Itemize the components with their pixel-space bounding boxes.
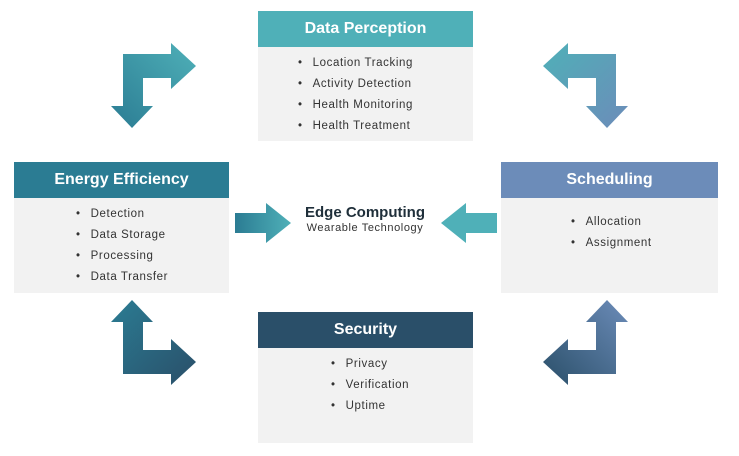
list-item: Privacy [331, 354, 473, 375]
center-label: Edge Computing Wearable Technology [285, 204, 445, 234]
list-item: Verification [331, 375, 473, 396]
center-subtitle: Wearable Technology [306, 222, 424, 234]
list-item: Allocation [571, 212, 718, 233]
list-item: Health Monitoring [298, 95, 473, 116]
security-box: Security Privacy Verification Uptime [258, 312, 473, 443]
scheduling-list: Allocation Assignment [501, 198, 718, 254]
list-item: Health Treatment [298, 116, 473, 137]
list-item: Activity Detection [298, 74, 473, 95]
elbow-arrow-top-right [543, 43, 628, 128]
elbow-arrow-bottom-left [111, 300, 196, 385]
energy-efficiency-list: Detection Data Storage Processing Data T… [14, 198, 229, 288]
list-item: Uptime [331, 396, 473, 417]
elbow-arrow-top-left [111, 43, 196, 128]
data-perception-box: Data Perception Location Tracking Activi… [258, 11, 473, 141]
list-item: Assignment [571, 233, 718, 254]
list-item: Data Storage [76, 225, 229, 246]
list-item: Data Transfer [76, 267, 229, 288]
data-perception-list: Location Tracking Activity Detection Hea… [258, 47, 473, 137]
list-item: Detection [76, 204, 229, 225]
list-item: Location Tracking [298, 53, 473, 74]
center-title: Edge Computing [305, 204, 425, 221]
arrow-left-center [441, 203, 497, 243]
security-title: Security [258, 312, 473, 348]
energy-efficiency-title: Energy Efficiency [14, 162, 229, 198]
data-perception-title: Data Perception [258, 11, 473, 47]
arrow-right-center [235, 203, 291, 243]
scheduling-title: Scheduling [501, 162, 718, 198]
elbow-arrow-bottom-right [543, 300, 628, 385]
scheduling-box: Scheduling Allocation Assignment [501, 162, 718, 293]
security-list: Privacy Verification Uptime [258, 348, 473, 417]
energy-efficiency-box: Energy Efficiency Detection Data Storage… [14, 162, 229, 293]
list-item: Processing [76, 246, 229, 267]
